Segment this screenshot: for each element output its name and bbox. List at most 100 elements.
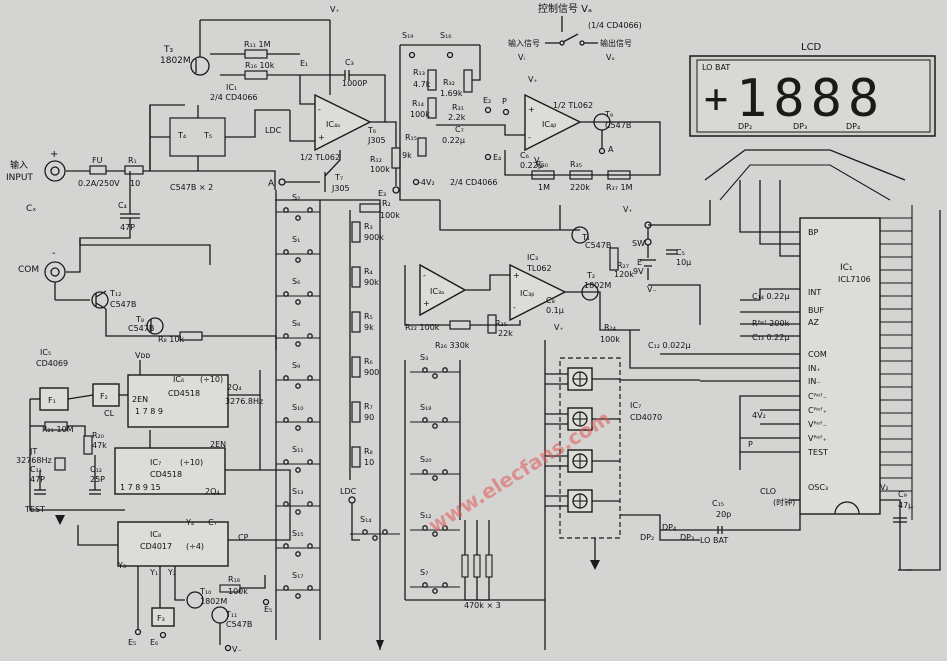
r12-label: R₁₂ xyxy=(370,155,382,164)
svg-text:+: + xyxy=(50,149,58,160)
logic-switch-label: S₁₄ xyxy=(360,515,372,524)
logic-switch-contact[interactable] xyxy=(432,475,438,481)
freq-label: 3276.8Hz xyxy=(225,397,263,406)
r24-value: 100k xyxy=(600,335,620,344)
range-switch-label: S₂ xyxy=(292,193,300,202)
output-v-label: Vₒ xyxy=(606,53,615,62)
crystal-icon xyxy=(54,457,66,471)
logic-switch-contact[interactable] xyxy=(432,373,438,379)
range-switch-label: S₈ xyxy=(292,319,300,328)
r30-value: 1M xyxy=(538,183,550,192)
fuse-value: 0.2A/250V xyxy=(78,179,120,188)
r20-value: 47k xyxy=(92,441,107,450)
t1-label: T₁ xyxy=(581,233,590,242)
range-switch-contact[interactable] xyxy=(295,467,301,473)
ldc-logic-label: LDC xyxy=(340,487,357,496)
range-switch-contact[interactable] xyxy=(295,299,301,305)
adc-pin-label: Cᴿᵉᶠ₊ xyxy=(808,406,827,415)
ref-vminus: V₋ xyxy=(647,285,657,294)
divider-resistor-value: 90k xyxy=(364,278,379,287)
c3-label: C₃ xyxy=(345,58,354,67)
range-switch-contact[interactable] xyxy=(295,593,301,599)
r15-value: 9k xyxy=(402,151,412,160)
r31-value: 2.2k xyxy=(448,113,466,122)
r27-label: R₂₇ xyxy=(617,261,629,270)
f3-gate xyxy=(151,607,175,627)
reference-section: - + IC₃ₐ + - IC₃ᵦ IC₃ TL062 R₂₂ 100k R₂₆… xyxy=(404,200,711,350)
ic3b-opamp xyxy=(509,263,567,322)
input-section: 输入 INPUT + Cₓ COM - FU 0.2A/250V R₁ 10 C… xyxy=(6,104,277,350)
svg-text:-: - xyxy=(513,303,516,312)
r26-label: R₂₆ 330k xyxy=(435,341,470,350)
r27-value: 120k xyxy=(614,270,634,279)
r1-label: R₁ xyxy=(128,156,137,165)
clo-cn-label: (时钟) xyxy=(773,497,795,507)
input-cn-label: 输入 xyxy=(10,159,28,171)
ic7c-value: CD4518 xyxy=(150,470,182,479)
t1-value: C547B xyxy=(585,241,611,250)
range-switch-contact[interactable] xyxy=(295,383,301,389)
range-switch-contact[interactable] xyxy=(295,551,301,557)
c8-value: 0.1μ xyxy=(546,306,564,315)
e3-label: E₃ xyxy=(378,189,386,198)
battery-label: E xyxy=(637,258,642,267)
adc-pin-label: IN₊ xyxy=(808,364,821,373)
power-switch[interactable] xyxy=(644,238,652,246)
c5-value: 10μ xyxy=(676,258,691,267)
ic7-counter-chip xyxy=(114,447,226,495)
svg-text:+: + xyxy=(513,271,520,280)
range-switch-contact[interactable] xyxy=(295,341,301,347)
t3-label: T₃ xyxy=(163,45,173,55)
logic-switch-label: S₂₀ xyxy=(420,455,432,464)
f3-label: F₃ xyxy=(157,614,165,623)
logic-switch-contact[interactable] xyxy=(432,588,438,594)
range-switch-contact[interactable] xyxy=(295,509,301,515)
r37-label: R₃₇ 1M xyxy=(606,183,633,192)
e4-label: E₄ xyxy=(493,153,501,162)
adc-right-pin-lines xyxy=(880,205,913,520)
ldc-label: LDC xyxy=(265,126,282,135)
adc-p-label: P xyxy=(748,440,753,449)
logic-vplus: V₊ xyxy=(554,323,564,332)
fuse-label: FU xyxy=(92,156,103,165)
logic-switch-contact[interactable] xyxy=(372,535,378,541)
logic-switch-contact[interactable] xyxy=(432,531,438,537)
t10-value: 1802M xyxy=(200,597,227,606)
com-jack-icon[interactable] xyxy=(44,261,66,283)
c7-label: C₇ xyxy=(455,125,464,134)
r2-label: R₂ xyxy=(382,199,391,208)
adc-pin-label: AZ xyxy=(808,318,819,327)
range-switch-contact[interactable] xyxy=(295,215,301,221)
ic8-y3: Y₃ xyxy=(117,561,126,570)
f2-label: F₂ xyxy=(100,392,108,401)
t9-label: T₉ xyxy=(604,110,613,119)
adc-pin-label: IN₋ xyxy=(808,377,821,386)
lcd-dp4: DP₄ xyxy=(846,122,860,131)
c15-label: C₁₅ xyxy=(712,499,724,508)
divider-resistor-value: 90 xyxy=(364,413,374,422)
range-switch-contact[interactable] xyxy=(295,425,301,431)
svg-text:1 7 8 9: 1 7 8 9 xyxy=(135,407,163,416)
divider-resistor xyxy=(351,266,361,288)
ic4b-label: IC₄ᵦ xyxy=(542,120,556,129)
r13-value: 4.7k xyxy=(413,80,431,89)
svg-text:+: + xyxy=(423,299,430,308)
t12-label: T₁₂ xyxy=(109,289,121,298)
s19-label: S₁₉ xyxy=(402,31,414,40)
adc-pin-label: INT xyxy=(808,288,821,297)
c12c-value: 25P xyxy=(90,475,105,484)
divider-resistor-value: 900 xyxy=(364,368,379,377)
logic-switch-contact[interactable] xyxy=(432,423,438,429)
ic7-logic-label: IC₇ xyxy=(630,401,641,410)
ic4a-opamp xyxy=(314,93,372,152)
ic6-label: IC₆ xyxy=(173,375,184,384)
r32-value: 1.69k xyxy=(440,89,463,98)
input-jack-icon[interactable] xyxy=(44,160,66,182)
t5-label: T₅ xyxy=(203,131,212,140)
c3-value: 1000P xyxy=(342,79,367,88)
output-signal-label: 输出信号 xyxy=(600,38,632,48)
ic3a-label: IC₃ₐ xyxy=(430,287,444,296)
lobat-net-label: LO BAT xyxy=(700,536,728,545)
range-switch-contact[interactable] xyxy=(295,257,301,263)
